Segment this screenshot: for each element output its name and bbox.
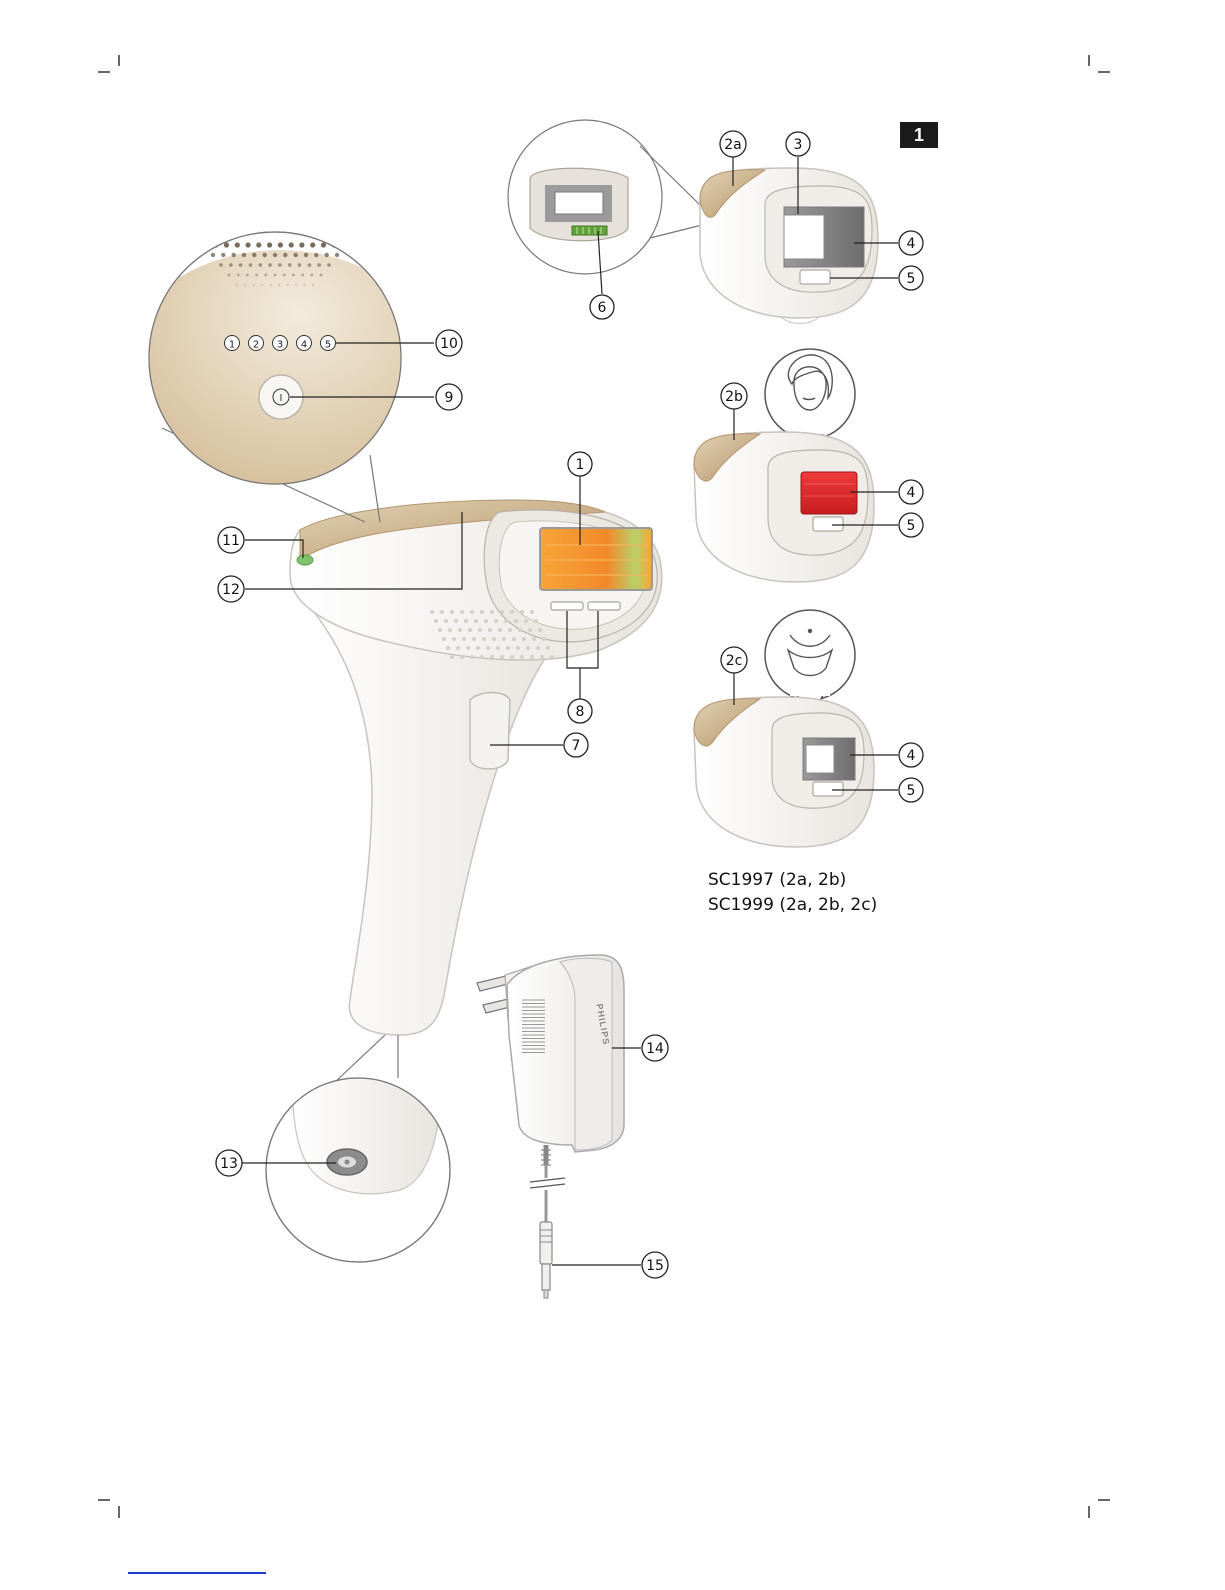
callout-3: 3 (786, 132, 810, 156)
callout-5-2b: 5 (899, 513, 923, 537)
callout-12: 12 (218, 576, 244, 602)
callout-1: 1 (568, 452, 592, 476)
svg-text:11: 11 (222, 533, 240, 549)
svg-text:3: 3 (277, 340, 283, 351)
callout-4-2c: 4 (899, 743, 923, 767)
svg-text:4: 4 (301, 340, 307, 351)
attachment-2b-face (694, 349, 874, 582)
svg-text:2: 2 (253, 340, 259, 351)
callout-10: 10 (436, 330, 462, 356)
socket-zoom (266, 1078, 450, 1262)
light-exit-window (540, 528, 652, 590)
callout-7: 7 (564, 733, 588, 757)
attachment-2a (508, 120, 878, 324)
device-handle (300, 595, 560, 1035)
callout-5-2a: 5 (899, 266, 923, 290)
intensity-light-2: 2 (249, 336, 264, 351)
svg-text:4: 4 (907, 485, 916, 501)
callout-5-2c: 5 (899, 778, 923, 802)
device-main (290, 500, 662, 1035)
callout-9: 9 (436, 384, 462, 410)
svg-text:5: 5 (907, 783, 916, 799)
svg-text:2b: 2b (725, 389, 743, 405)
intensity-light-4: 4 (297, 336, 312, 351)
svg-text:10: 10 (440, 336, 458, 352)
svg-text:2c: 2c (726, 653, 743, 669)
svg-text:8: 8 (576, 704, 585, 720)
svg-text:6: 6 (598, 300, 607, 316)
flash-button (470, 693, 510, 770)
svg-text:14: 14 (646, 1041, 664, 1057)
callout-13: 13 (216, 1150, 242, 1176)
intensity-light-1: 1 (225, 336, 240, 351)
intensity-light-3: 3 (273, 336, 288, 351)
svg-text:5: 5 (907, 271, 916, 287)
intensity-light-5: 5 (321, 336, 336, 351)
callout-15: 15 (642, 1252, 668, 1278)
svg-text:7: 7 (572, 738, 581, 754)
callout-4-2b: 4 (899, 480, 923, 504)
skin-contact-sensor-right (588, 602, 620, 610)
callout-2a: 2a (720, 131, 746, 157)
svg-text:2a: 2a (724, 137, 742, 153)
callout-2c: 2c (721, 647, 747, 673)
small-plug (540, 1222, 552, 1298)
callout-4-2a: 4 (899, 231, 923, 255)
callout-6: 6 (590, 295, 614, 319)
power-symbol: I (280, 393, 283, 404)
callout-2b: 2b (721, 383, 747, 409)
svg-text:12: 12 (222, 582, 240, 598)
footer-link-underline[interactable] (128, 1572, 266, 1574)
adapter: PHILIPS (477, 955, 624, 1298)
svg-text:3: 3 (794, 137, 803, 153)
model-line-sc1999: SC1999 (2a, 2b, 2c) (708, 895, 877, 915)
callout-8: 8 (568, 699, 592, 723)
svg-text:4: 4 (907, 748, 916, 764)
attachment-2c-bikini (694, 610, 874, 847)
svg-text:5: 5 (325, 340, 331, 351)
svg-text:9: 9 (445, 390, 454, 406)
svg-text:5: 5 (907, 518, 916, 534)
page-number-badge: 1 (900, 122, 938, 148)
svg-text:13: 13 (220, 1156, 238, 1172)
svg-text:4: 4 (907, 236, 916, 252)
svg-text:1: 1 (576, 457, 585, 473)
callout-14: 14 (642, 1035, 668, 1061)
model-line-sc1997: SC1997 (2a, 2b) (708, 870, 846, 890)
svg-text:1: 1 (229, 340, 235, 351)
ready-indicator-light (297, 555, 313, 565)
red-filter (801, 472, 857, 514)
callout-11: 11 (218, 527, 244, 553)
svg-text:15: 15 (646, 1258, 664, 1274)
skin-contact-sensor-left (551, 602, 583, 610)
